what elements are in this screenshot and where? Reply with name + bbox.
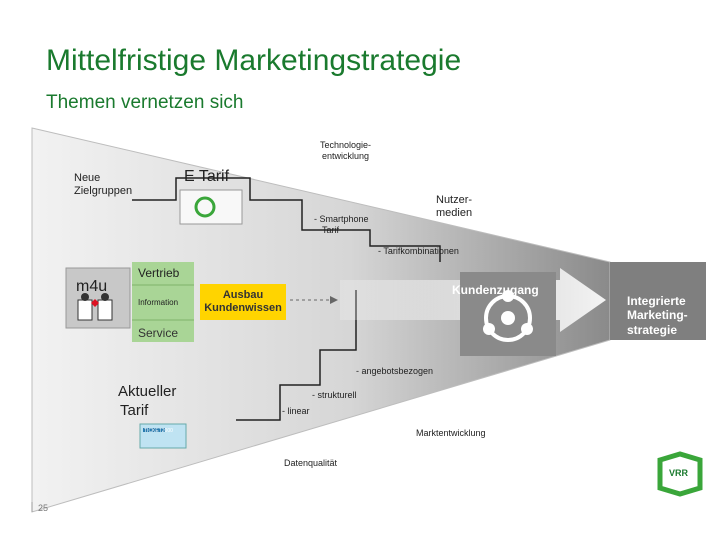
- e-tarif-image: [180, 190, 242, 224]
- service-label: Service: [138, 326, 178, 340]
- ticket-label: TICKET2000: [144, 428, 173, 434]
- datenqualitaet-label: Datenqualität: [284, 458, 337, 469]
- strukturell-label: - strukturell: [312, 390, 357, 401]
- information-label: Information: [138, 298, 178, 308]
- m4u-label: m4u: [76, 278, 107, 296]
- vertrieb-label: Vertrieb: [138, 266, 179, 280]
- marktentwicklung-label: Marktentwicklung: [416, 428, 486, 439]
- linear-label: - linear: [282, 406, 310, 417]
- angebotsbezogen-label: - angebotsbezogen: [356, 366, 433, 377]
- tarifkombinationen-label: - Tarifkombinationen: [378, 246, 459, 257]
- e-tarif-label: E Tarif: [184, 168, 229, 186]
- kundenzugang-label: Kundenzugang: [452, 283, 539, 297]
- nutzermedien-label: Nutzer-medien: [436, 194, 472, 220]
- page-number: 25: [38, 503, 48, 513]
- vrr-logo-text: VRR: [669, 468, 688, 478]
- technologie-label: Technologie-entwicklung: [320, 140, 371, 163]
